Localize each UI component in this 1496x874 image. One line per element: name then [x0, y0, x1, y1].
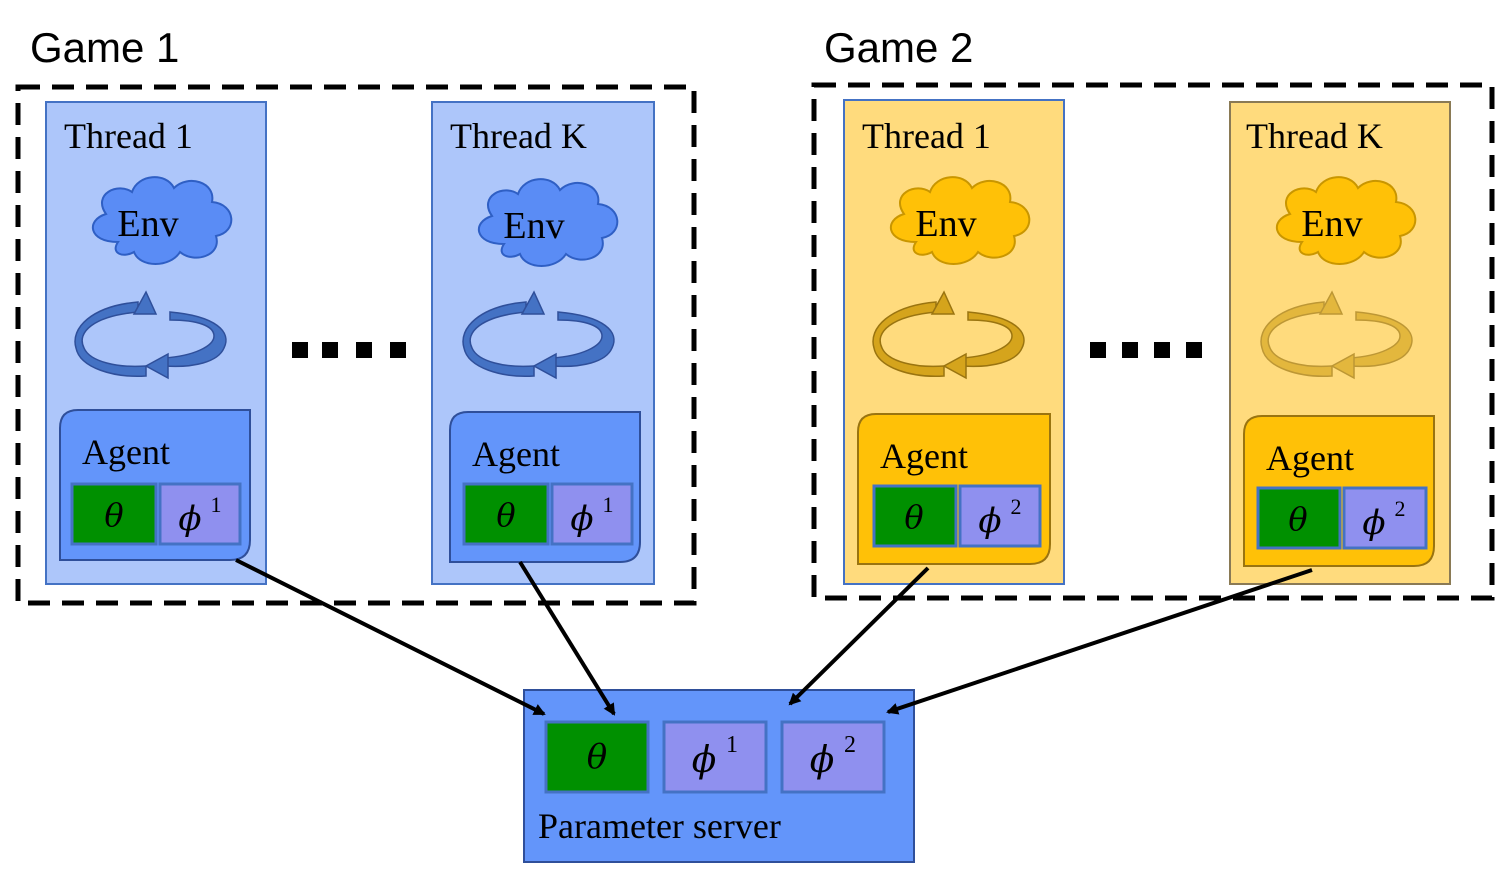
phi-symbol: ϕ [570, 499, 593, 539]
theta-param [872, 484, 958, 548]
game-1-ellipsis [292, 342, 406, 358]
arrow-g1t1-to-server [235, 558, 546, 716]
agent-label: Agent [880, 436, 968, 476]
game-1-thread-k: Thread K Env Agent θ ϕ 1 [431, 101, 655, 585]
server-theta-symbol: θ [587, 737, 607, 777]
phi-param [158, 482, 242, 546]
server-phi1-param [662, 720, 768, 794]
agent-label: Agent [82, 432, 170, 472]
game-1-label: Game 1 [30, 24, 179, 71]
phi-param [550, 482, 634, 546]
theta-param [70, 482, 158, 546]
arrow-g1tk-to-server [518, 560, 616, 716]
arrow-g2t1-to-server [788, 566, 930, 706]
game-2-ellipsis [1090, 342, 1202, 358]
server-phi2-superscript: 2 [844, 732, 856, 758]
theta-symbol: θ [496, 496, 515, 534]
game-2-thread-1: Thread 1 Env Agent θ ϕ 2 [843, 99, 1065, 585]
server-phi1-symbol: ϕ [692, 740, 717, 781]
phi-superscript: 2 [1395, 496, 1406, 521]
phi-symbol: ϕ [1362, 503, 1385, 543]
server-phi2-param [780, 720, 886, 794]
game-1-group [15, 84, 697, 606]
phi-symbol: ϕ [978, 501, 1001, 541]
connectors [235, 558, 1313, 716]
game-2-thread-k: Thread K Env Agent θ ϕ 2 [1229, 101, 1451, 585]
theta-param [462, 482, 550, 546]
thread-title: Thread 1 [64, 116, 193, 156]
arrow-g2tk-to-server [886, 568, 1313, 715]
phi-symbol: ϕ [178, 499, 201, 539]
phi-param [1342, 486, 1428, 550]
env-label: Env [915, 203, 976, 245]
thread-title: Thread K [1246, 116, 1383, 156]
env-label: Env [117, 203, 178, 245]
server-label: Parameter server [538, 806, 781, 846]
game-1-thread-1: Thread 1 Env Agent θ ϕ 1 [45, 101, 267, 585]
theta-param [1256, 486, 1342, 550]
phi-superscript: 1 [603, 492, 614, 517]
theta-symbol: θ [104, 496, 123, 534]
phi-superscript: 2 [1011, 494, 1022, 519]
agent-label: Agent [1266, 438, 1354, 478]
theta-symbol: θ [1288, 500, 1307, 538]
server-phi1-superscript: 1 [726, 732, 738, 758]
env-label: Env [503, 205, 564, 247]
env-label: Env [1301, 203, 1362, 245]
thread-title: Thread 1 [862, 116, 991, 156]
thread-title: Thread K [450, 116, 587, 156]
game-2-label: Game 2 [824, 24, 973, 71]
agent-label: Agent [472, 434, 560, 474]
phi-superscript: 1 [211, 492, 222, 517]
game-2-group [811, 82, 1495, 601]
parameter-server: θ ϕ 1 ϕ 2 Parameter server [523, 689, 915, 863]
server-theta-param [544, 720, 650, 794]
theta-symbol: θ [904, 498, 923, 536]
phi-param [958, 484, 1042, 548]
server-phi2-symbol: ϕ [810, 740, 835, 781]
